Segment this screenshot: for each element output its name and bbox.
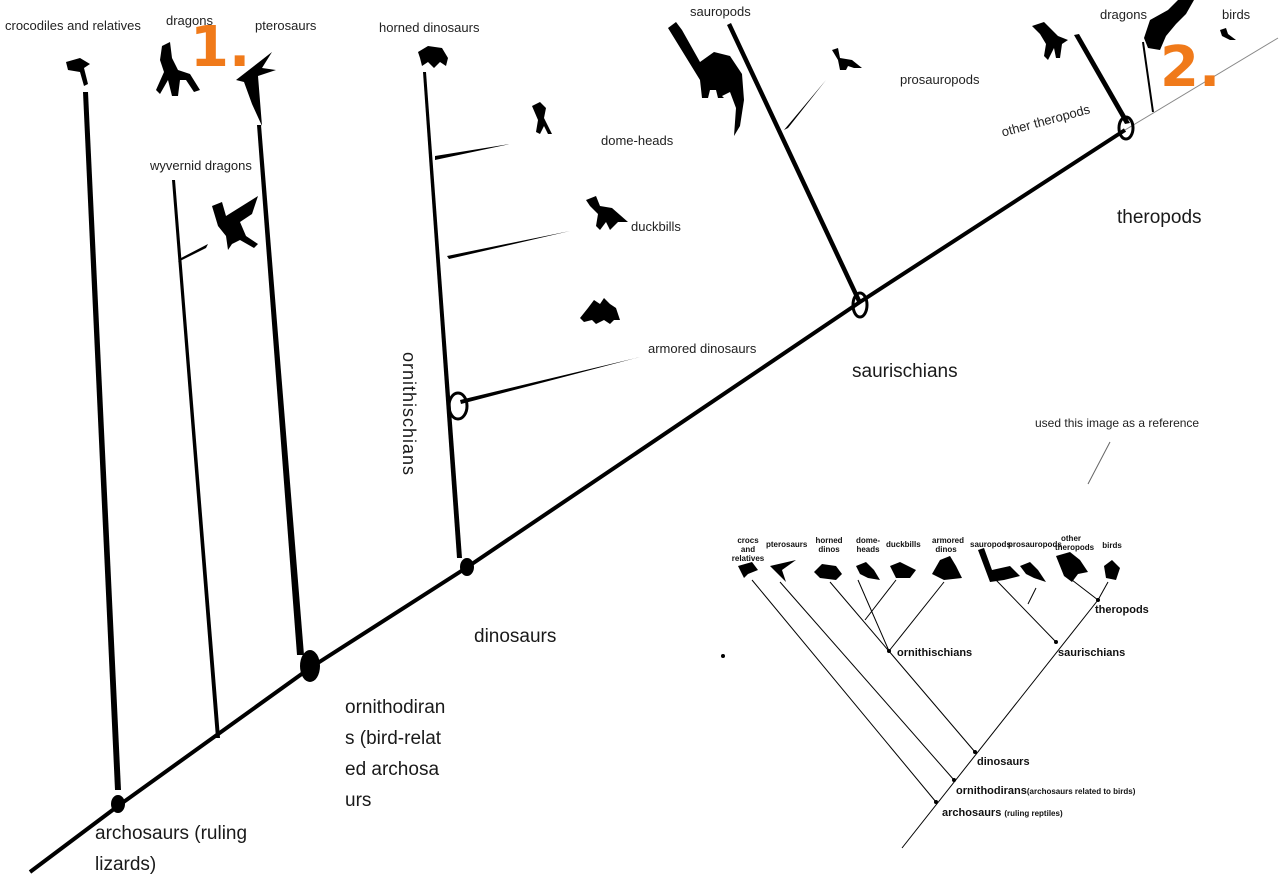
- branch-dragons-2: [1142, 41, 1154, 113]
- label-dragons-2: dragons: [1100, 7, 1147, 22]
- ref-node-archosaurs-note: (ruling reptiles): [1004, 809, 1063, 818]
- ref-node-ornithodirans-name: ornithodirans: [956, 785, 1027, 797]
- ref-node-archosaurs-name: archosaurs: [942, 807, 1002, 819]
- ref-dome-head-icon: [856, 562, 880, 580]
- label-birds: birds: [1222, 7, 1251, 22]
- ref-leaf-other-theropods: other theropods: [1055, 534, 1095, 552]
- label-dragons-1: dragons: [166, 13, 213, 28]
- ref-sauropod-icon: [978, 548, 1020, 582]
- ref-leaf-birds: birds: [1102, 541, 1122, 550]
- ref-node-theropods: theropods: [1095, 604, 1149, 616]
- reference-pointer-line: [1087, 441, 1111, 485]
- sauropod-silhouette-icon: [668, 22, 744, 136]
- bird-silhouette-icon: [1220, 28, 1236, 40]
- label-dome-heads: dome-heads: [601, 133, 674, 148]
- wyvern-silhouette-icon: [212, 196, 258, 250]
- ref-node-saurischians: saurischians: [1058, 647, 1126, 659]
- label-ornithodirans: ornithodirans (bird-related archosaurs: [345, 697, 446, 811]
- stegosaur-silhouette-icon: [580, 298, 620, 324]
- node-theropods: [1117, 115, 1135, 141]
- crocodile-silhouette-icon: [66, 58, 90, 86]
- ref-theropod-icon: [1056, 552, 1088, 582]
- stray-dot: [721, 654, 725, 658]
- ref-croc-icon: [738, 562, 758, 578]
- branch-duckbills: [447, 231, 570, 259]
- ref-duckbill-icon: [890, 562, 916, 578]
- ref-armored-icon: [932, 556, 962, 580]
- label-crocodiles: crocodiles and relatives: [5, 18, 141, 33]
- node-archosaurs: [111, 795, 125, 813]
- main-trunk: [28, 128, 1127, 874]
- label-pterosaurs: pterosaurs: [255, 18, 317, 33]
- label-horned-dinosaurs: horned dinosaurs: [379, 20, 480, 35]
- ref-node-ornithischians: ornithischians: [897, 647, 973, 659]
- trunk-extension: [1124, 37, 1279, 131]
- ref-pterosaur-icon: [770, 560, 796, 582]
- ref-horned-icon: [814, 564, 842, 580]
- label-prosauropods: prosauropods: [900, 72, 980, 87]
- branch-prosauropods: [784, 80, 826, 130]
- node-ornithodirans: [300, 650, 320, 682]
- branch-crocodiles: [83, 92, 121, 790]
- ref-node-ornithodirans-note: (archosaurs related to birds): [1026, 787, 1136, 796]
- pterosaur-silhouette-icon: [236, 52, 276, 126]
- label-duckbills: duckbills: [631, 219, 681, 234]
- reference-silhouettes: [738, 548, 1120, 582]
- branch-wyvernid-side: [178, 244, 208, 262]
- node-saurischians: [851, 291, 869, 319]
- label-armored-dinosaurs: armored dinosaurs: [648, 341, 757, 356]
- dragon-2-silhouette-icon: [1144, 0, 1194, 50]
- ref-leaf-crocs: crocs and relatives: [731, 536, 765, 563]
- node-ornithischians: [447, 391, 469, 421]
- branch-pterosaurs: [257, 125, 304, 655]
- ref-node-ornithodirans: ornithodirans(archosaurs related to bird…: [956, 785, 1135, 797]
- ref-leaf-duckbills: duckbills: [886, 540, 921, 549]
- ref-leaf-dome-heads: dome-heads: [856, 536, 880, 554]
- ref-bird-icon: [1104, 560, 1120, 580]
- ref-node-archosaurs: archosaurs (ruling reptiles): [942, 807, 1063, 819]
- node-dinosaurs: [460, 558, 474, 576]
- label-sauropods: sauropods: [690, 4, 751, 19]
- ref-leaf-armored: armored dinos: [932, 536, 965, 554]
- ref-leaf-pterosaurs: pterosaurs: [766, 540, 808, 549]
- prosauropod-silhouette-icon: [832, 48, 862, 70]
- branch-ornithischians: [423, 72, 462, 558]
- label-archosaurs: archosaurs (ruling lizards): [95, 823, 248, 875]
- dome-head-silhouette-icon: [532, 102, 552, 134]
- label-dinosaurs: dinosaurs: [474, 626, 557, 647]
- branch-dome-heads: [435, 144, 510, 160]
- annotation-number-1: 1.: [190, 15, 251, 80]
- label-saurischians: saurischians: [852, 361, 958, 382]
- branch-armored: [460, 357, 640, 404]
- ref-leaf-prosauropods: prosauropods: [1008, 540, 1062, 549]
- dragon-silhouette-icon: [156, 42, 200, 96]
- ref-node-dinosaurs: dinosaurs: [977, 756, 1030, 768]
- theropod-silhouette-icon: [1032, 22, 1068, 60]
- annotation-number-2: 2.: [1160, 35, 1221, 100]
- horned-dinosaur-silhouette-icon: [418, 46, 448, 68]
- branch-other-theropods: [1074, 34, 1130, 124]
- duckbill-silhouette-icon: [586, 196, 628, 230]
- branch-wyvernid: [172, 180, 220, 738]
- label-wyvernid-dragons: wyvernid dragons: [150, 158, 252, 173]
- ref-leaf-horned: horned dinos: [815, 536, 843, 554]
- reference-note: used this image as a reference: [1035, 416, 1200, 430]
- label-theropods: theropods: [1117, 207, 1202, 228]
- ref-leaf-sauropods: sauropods: [970, 540, 1011, 549]
- branch-sauropods: [727, 23, 862, 304]
- ref-prosauropod-icon: [1020, 562, 1046, 582]
